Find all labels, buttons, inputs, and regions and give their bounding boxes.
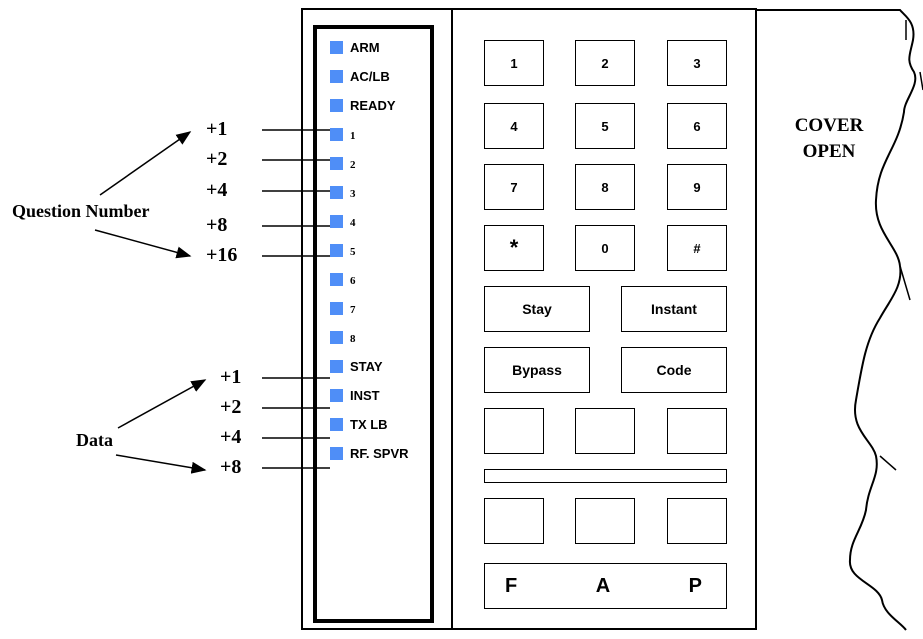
data-label: Data xyxy=(76,430,113,450)
key-blank[interactable] xyxy=(575,408,635,454)
led-label: AC/LB xyxy=(350,68,390,84)
key-2[interactable]: 2 xyxy=(575,40,635,86)
key-1[interactable]: 1 xyxy=(484,40,544,86)
key-4[interactable]: 4 xyxy=(484,103,544,149)
led-label: STAY xyxy=(350,358,383,374)
led-label: RF. SPVR xyxy=(350,445,409,461)
led-indicator xyxy=(330,185,343,199)
key-star[interactable]: * xyxy=(484,225,544,271)
key-9[interactable]: 9 xyxy=(667,164,727,210)
led-label: 8 xyxy=(350,333,356,345)
led-ready: READY xyxy=(330,97,396,113)
key-stay[interactable]: Stay xyxy=(484,286,590,332)
key-blank[interactable] xyxy=(575,498,635,544)
led-indicator xyxy=(330,330,343,344)
weight-d-8: +8 xyxy=(220,456,242,478)
led-zone-2: 2 xyxy=(330,155,356,171)
weight-q-8: +8 xyxy=(206,214,228,236)
led-label: INST xyxy=(350,387,380,403)
key-panic[interactable]: P xyxy=(688,574,702,597)
weight-q-2: +2 xyxy=(206,148,228,170)
led-zone-4: 4 xyxy=(330,213,356,229)
cover-open-label: COVER OPEN xyxy=(779,113,879,165)
led-aclb: AC/LB xyxy=(330,68,390,84)
arrow-question-down xyxy=(94,229,192,259)
led-indicator xyxy=(330,243,343,257)
key-fire[interactable]: F xyxy=(505,574,518,597)
key-blank[interactable] xyxy=(484,408,544,454)
key-3[interactable]: 3 xyxy=(667,40,727,86)
led-label: READY xyxy=(350,97,396,113)
led-label: ARM xyxy=(350,39,380,55)
keypad-device xyxy=(301,8,757,630)
arrow-question-up xyxy=(99,131,192,196)
weight-d-4: +4 xyxy=(220,426,242,448)
key-0[interactable]: 0 xyxy=(575,225,635,271)
led-rf-spvr: RF. SPVR xyxy=(330,445,409,461)
led-indicator xyxy=(330,272,343,286)
led-label: 5 xyxy=(350,246,356,258)
cover-outline xyxy=(757,9,917,631)
key-instant[interactable]: Instant xyxy=(621,286,727,332)
key-8[interactable]: 8 xyxy=(575,164,635,210)
led-label: 4 xyxy=(350,217,356,229)
led-label: 3 xyxy=(350,188,356,200)
led-indicator xyxy=(330,98,343,112)
weight-d-2: +2 xyxy=(220,396,242,418)
led-stay: STAY xyxy=(330,358,383,374)
question-number-label: Question Number xyxy=(12,201,150,221)
key-bypass[interactable]: Bypass xyxy=(484,347,590,393)
weight-d-1: +1 xyxy=(220,366,242,388)
led-label: 7 xyxy=(350,304,356,316)
key-hash[interactable]: # xyxy=(667,225,727,271)
key-blank[interactable] xyxy=(667,498,727,544)
panel-divider xyxy=(451,8,453,630)
led-indicator xyxy=(330,417,343,431)
cover-line-2: OPEN xyxy=(802,141,856,162)
arrow-data-up xyxy=(117,379,207,429)
arrow-data-down xyxy=(115,454,207,474)
led-indicator xyxy=(330,388,343,402)
led-indicator xyxy=(330,156,343,170)
led-zone-8: 8 xyxy=(330,329,356,345)
key-code[interactable]: Code xyxy=(621,347,727,393)
card-slot xyxy=(484,469,727,483)
led-indicator xyxy=(330,214,343,228)
led-zone-6: 6 xyxy=(330,271,356,287)
led-indicator xyxy=(330,301,343,315)
key-7[interactable]: 7 xyxy=(484,164,544,210)
led-zone-3: 3 xyxy=(330,184,356,200)
led-zone-7: 7 xyxy=(330,300,356,316)
led-indicator xyxy=(330,40,343,54)
weight-q-4: +4 xyxy=(206,179,228,201)
led-indicator xyxy=(330,127,343,141)
led-txlb: TX LB xyxy=(330,416,388,432)
led-indicator xyxy=(330,359,343,373)
led-arm: ARM xyxy=(330,39,380,55)
key-auxiliary[interactable]: A xyxy=(595,574,611,597)
led-label: 2 xyxy=(350,159,356,171)
key-6[interactable]: 6 xyxy=(667,103,727,149)
key-blank[interactable] xyxy=(667,408,727,454)
led-label: TX LB xyxy=(350,416,388,432)
key-5[interactable]: 5 xyxy=(575,103,635,149)
led-zone-1: 1 xyxy=(330,126,356,142)
cover-right-edge xyxy=(879,20,923,471)
led-label: 6 xyxy=(350,275,356,287)
led-zone-5: 5 xyxy=(330,242,356,258)
weight-q-16: +16 xyxy=(206,244,238,266)
led-inst: INST xyxy=(330,387,380,403)
weight-q-1: +1 xyxy=(206,118,228,140)
led-panel xyxy=(313,25,434,623)
emergency-key-bar[interactable]: F A P xyxy=(484,563,727,609)
led-indicator xyxy=(330,69,343,83)
key-blank[interactable] xyxy=(484,498,544,544)
led-indicator xyxy=(330,446,343,460)
led-label: 1 xyxy=(350,130,356,142)
cover-line-1: COVER xyxy=(794,115,864,136)
